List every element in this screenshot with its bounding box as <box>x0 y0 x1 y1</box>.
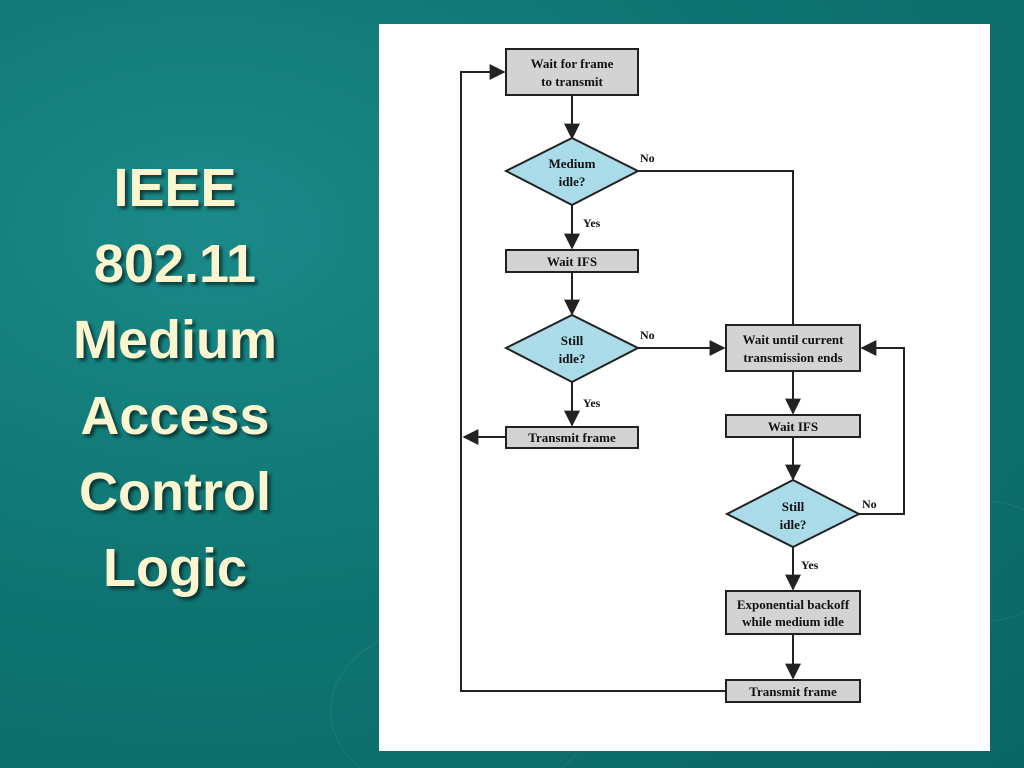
node-transmit-frame-2: Transmit frame <box>725 679 861 703</box>
node-wait-current-transmission: Wait until current transmission ends <box>725 324 861 372</box>
edge-label-still2-yes: Yes <box>801 558 819 572</box>
svg-text:idle?: idle? <box>559 174 586 189</box>
flowchart-panel: Wait for frame to transmit Medium idle? … <box>379 24 990 751</box>
edge-label-still1-no: No <box>640 328 655 342</box>
svg-text:Medium: Medium <box>549 156 596 171</box>
svg-text:while medium idle: while medium idle <box>742 614 844 629</box>
svg-text:Wait until current: Wait until current <box>743 332 845 347</box>
svg-text:Still: Still <box>782 499 805 514</box>
edge-still2-no <box>859 340 905 515</box>
slide-title: IEEE 802.11 Medium Access Control Logic <box>20 150 330 606</box>
title-line: 802.11 <box>93 234 257 294</box>
node-still-idle-1: Still idle? <box>503 313 641 384</box>
svg-text:transmission ends: transmission ends <box>743 350 842 365</box>
node-medium-idle: Medium idle? <box>503 136 641 207</box>
edge-medium-no <box>638 170 801 341</box>
svg-text:Transmit frame: Transmit frame <box>749 684 837 699</box>
svg-text:to transmit: to transmit <box>541 74 603 89</box>
edge-label-still1-yes: Yes <box>583 396 601 410</box>
edge-label-medium-yes: Yes <box>583 216 601 230</box>
svg-text:idle?: idle? <box>780 517 807 532</box>
svg-text:Wait for frame: Wait for frame <box>531 56 614 71</box>
title-line: Access <box>80 386 270 446</box>
flowchart-edges <box>460 64 905 692</box>
node-wait-frame: Wait for frame to transmit <box>505 48 639 96</box>
node-transmit-frame-1: Transmit frame <box>505 426 639 449</box>
svg-text:Exponential backoff: Exponential backoff <box>737 597 850 612</box>
title-line: Medium <box>72 310 277 370</box>
node-wait-ifs-2: Wait IFS <box>725 414 861 438</box>
svg-text:idle?: idle? <box>559 351 586 366</box>
edge-label-medium-no: No <box>640 151 655 165</box>
flowchart: Wait for frame to transmit Medium idle? … <box>460 48 905 703</box>
title-line: Logic <box>103 538 247 598</box>
svg-text:Transmit frame: Transmit frame <box>528 430 616 445</box>
svg-text:Wait IFS: Wait IFS <box>547 254 597 269</box>
svg-text:Wait IFS: Wait IFS <box>768 419 818 434</box>
node-wait-ifs-1: Wait IFS <box>505 249 639 273</box>
edge-label-still2-no: No <box>862 497 877 511</box>
svg-text:Still: Still <box>561 333 584 348</box>
edge-loop-back <box>460 64 726 692</box>
node-still-idle-2: Still idle? <box>724 478 862 549</box>
title-line: Control <box>79 462 271 522</box>
title-line: IEEE <box>113 158 237 218</box>
node-exponential-backoff: Exponential backoff while medium idle <box>725 590 861 635</box>
